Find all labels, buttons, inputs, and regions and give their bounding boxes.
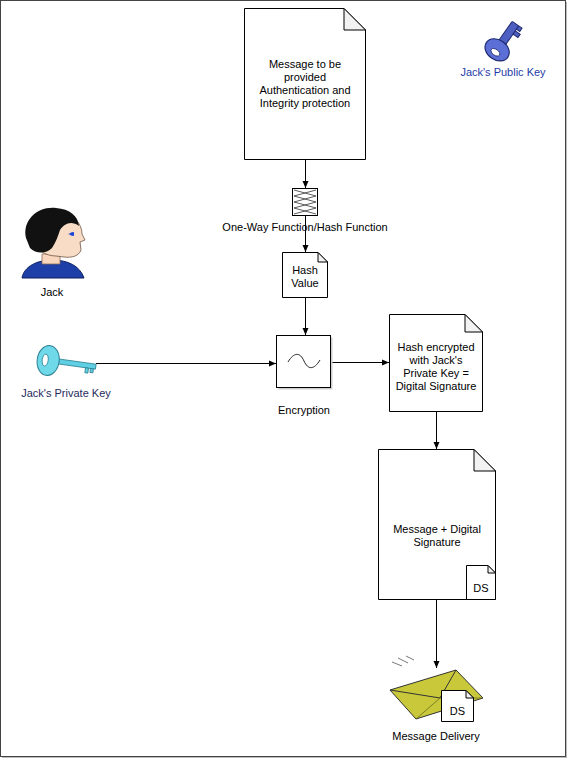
connector-line bbox=[436, 600, 437, 668]
key-shape bbox=[36, 344, 96, 382]
key-shaft bbox=[58, 359, 96, 369]
document-fold bbox=[466, 691, 474, 699]
key-tooth bbox=[85, 368, 89, 373]
key-illustration bbox=[484, 14, 524, 66]
hash-function: One-Way Function/Hash Function bbox=[292, 188, 318, 216]
document-fold bbox=[344, 9, 366, 31]
key-bow bbox=[35, 344, 61, 377]
key-label: Jack's Public Key bbox=[460, 66, 545, 79]
hash-shape bbox=[292, 188, 318, 216]
node-text: DS bbox=[450, 705, 465, 718]
key-tooth bbox=[90, 368, 94, 372]
key-hole bbox=[41, 354, 49, 367]
text-area: Hash encrypted with Jack's Private Key =… bbox=[389, 314, 483, 412]
arrow-head bbox=[382, 360, 389, 366]
document-outline bbox=[245, 9, 366, 160]
document-box: Message to be provided Authentication an… bbox=[244, 8, 366, 160]
connector-line bbox=[332, 362, 389, 363]
node-text: Message to be provided Authentication an… bbox=[252, 58, 358, 110]
hash-outline bbox=[293, 189, 318, 216]
connector bbox=[303, 160, 309, 188]
node-text: Hash encrypted with Jack's Private Key =… bbox=[391, 341, 481, 393]
node-label: One-Way Function/Hash Function bbox=[222, 221, 387, 234]
person-label: Jack bbox=[41, 286, 64, 299]
document-box: Hash encrypted with Jack's Private Key =… bbox=[389, 314, 483, 412]
envelope: Message DeliveryDS bbox=[388, 668, 484, 720]
document-outline bbox=[390, 315, 483, 412]
text-area: DS bbox=[441, 690, 474, 722]
node-label: Jack's Private Key bbox=[21, 387, 111, 400]
connector-line bbox=[96, 363, 276, 364]
connector bbox=[96, 361, 276, 367]
text-area: DS bbox=[466, 565, 496, 600]
text-area: Hash Value bbox=[282, 252, 328, 298]
node-text: DS bbox=[473, 582, 488, 595]
text-area: Message to be provided Authentication an… bbox=[244, 8, 366, 160]
node-text: Hash Value bbox=[284, 264, 326, 290]
document-outline bbox=[283, 253, 328, 298]
connector bbox=[332, 360, 389, 366]
encryption-box: Encryption bbox=[276, 335, 332, 389]
arrow-head bbox=[303, 245, 309, 252]
arrow-head bbox=[303, 181, 309, 188]
document-box: Message + Digital SignatureDS bbox=[378, 449, 496, 600]
arrow-head bbox=[434, 661, 440, 668]
arrow-head bbox=[303, 328, 309, 335]
connector bbox=[303, 298, 309, 335]
motion-lines bbox=[392, 656, 414, 666]
document-fold bbox=[465, 315, 483, 333]
connector bbox=[434, 600, 440, 668]
document-fold bbox=[474, 450, 496, 472]
arrow-head bbox=[269, 361, 276, 367]
arrow-head bbox=[434, 442, 440, 449]
node-label: Message Delivery bbox=[392, 730, 479, 743]
document-outline bbox=[467, 566, 496, 600]
hash-zigzag bbox=[294, 190, 316, 214]
signature-doc: DS bbox=[441, 690, 474, 722]
private-key: Jack's Private Key bbox=[36, 344, 96, 382]
enc-shape bbox=[276, 335, 332, 389]
connector-line bbox=[436, 412, 437, 449]
document-outline bbox=[379, 450, 496, 600]
node-label: Encryption bbox=[278, 404, 330, 417]
document-outline bbox=[442, 691, 474, 722]
hash-zigzag bbox=[294, 190, 316, 214]
connector bbox=[434, 412, 440, 449]
signature-doc: DS bbox=[466, 565, 496, 600]
node-text: Message + Digital Signature bbox=[384, 523, 490, 549]
connector-line bbox=[305, 298, 306, 335]
document-fold bbox=[488, 566, 496, 574]
box-outline bbox=[277, 336, 331, 388]
person-illustration bbox=[16, 204, 90, 284]
document-box: Hash Value bbox=[282, 252, 328, 298]
document-fold bbox=[318, 253, 328, 263]
cipher-wave bbox=[288, 354, 320, 367]
connector-line bbox=[305, 160, 306, 188]
